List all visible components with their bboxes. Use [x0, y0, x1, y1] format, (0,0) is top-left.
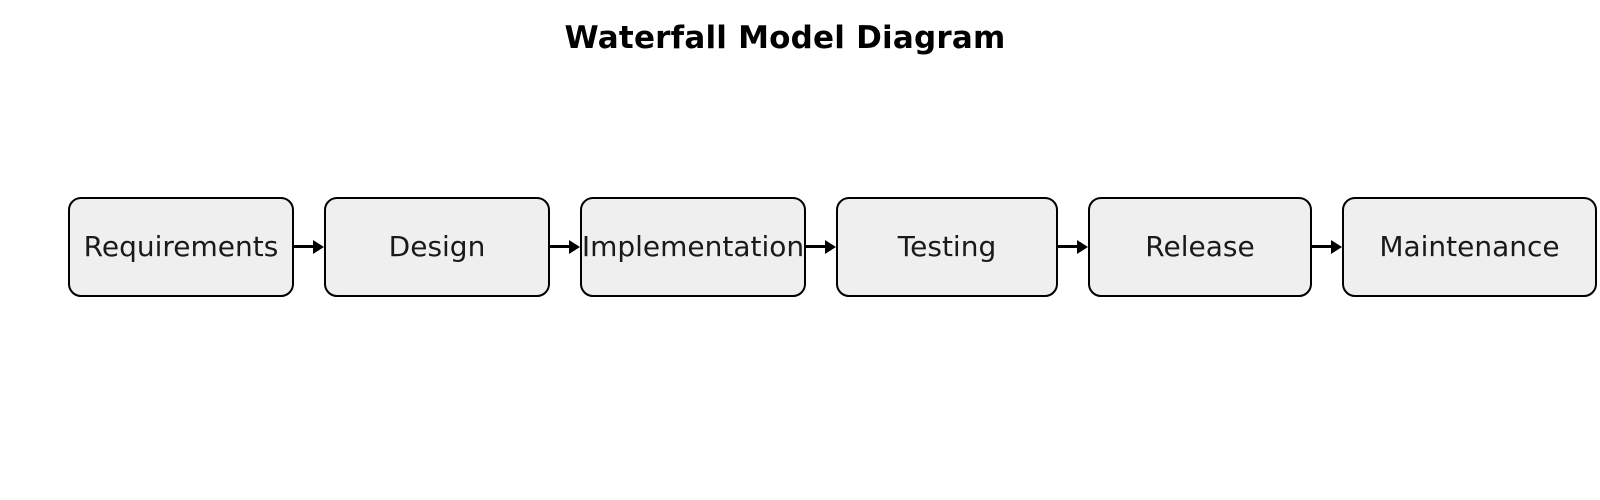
node-label: Requirements [83, 230, 279, 263]
edge-implementation-to-testing [806, 197, 836, 297]
edge-testing-to-release [1058, 197, 1088, 297]
arrow-shaft [1312, 245, 1334, 249]
node-maintenance[interactable]: Maintenance [1342, 197, 1597, 297]
arrow-right-icon [825, 239, 836, 254]
waterfall-flow-row: Requirements Design Implementation Testi… [68, 197, 1597, 297]
node-label: Maintenance [1379, 230, 1560, 263]
node-requirements[interactable]: Requirements [68, 197, 294, 297]
arrow-shaft [550, 245, 572, 249]
arrow-right-icon [569, 239, 580, 254]
edge-requirements-to-design [294, 197, 324, 297]
page-title: Waterfall Model Diagram [564, 20, 1006, 56]
arrow-shaft [1058, 245, 1080, 249]
node-release[interactable]: Release [1088, 197, 1312, 297]
node-label: Design [388, 230, 486, 263]
arrow-shaft [294, 245, 316, 249]
node-label: Release [1145, 230, 1255, 263]
arrow-right-icon [313, 239, 324, 254]
edge-design-to-implementation [550, 197, 580, 297]
arrow-right-icon [1077, 239, 1088, 254]
node-testing[interactable]: Testing [836, 197, 1058, 297]
node-label: Testing [897, 230, 997, 263]
arrow-right-icon [1331, 239, 1342, 254]
arrow-shaft [806, 245, 828, 249]
node-implementation[interactable]: Implementation [580, 197, 806, 297]
node-label: Implementation [581, 230, 805, 263]
edge-release-to-maintenance [1312, 197, 1342, 297]
node-design[interactable]: Design [324, 197, 550, 297]
